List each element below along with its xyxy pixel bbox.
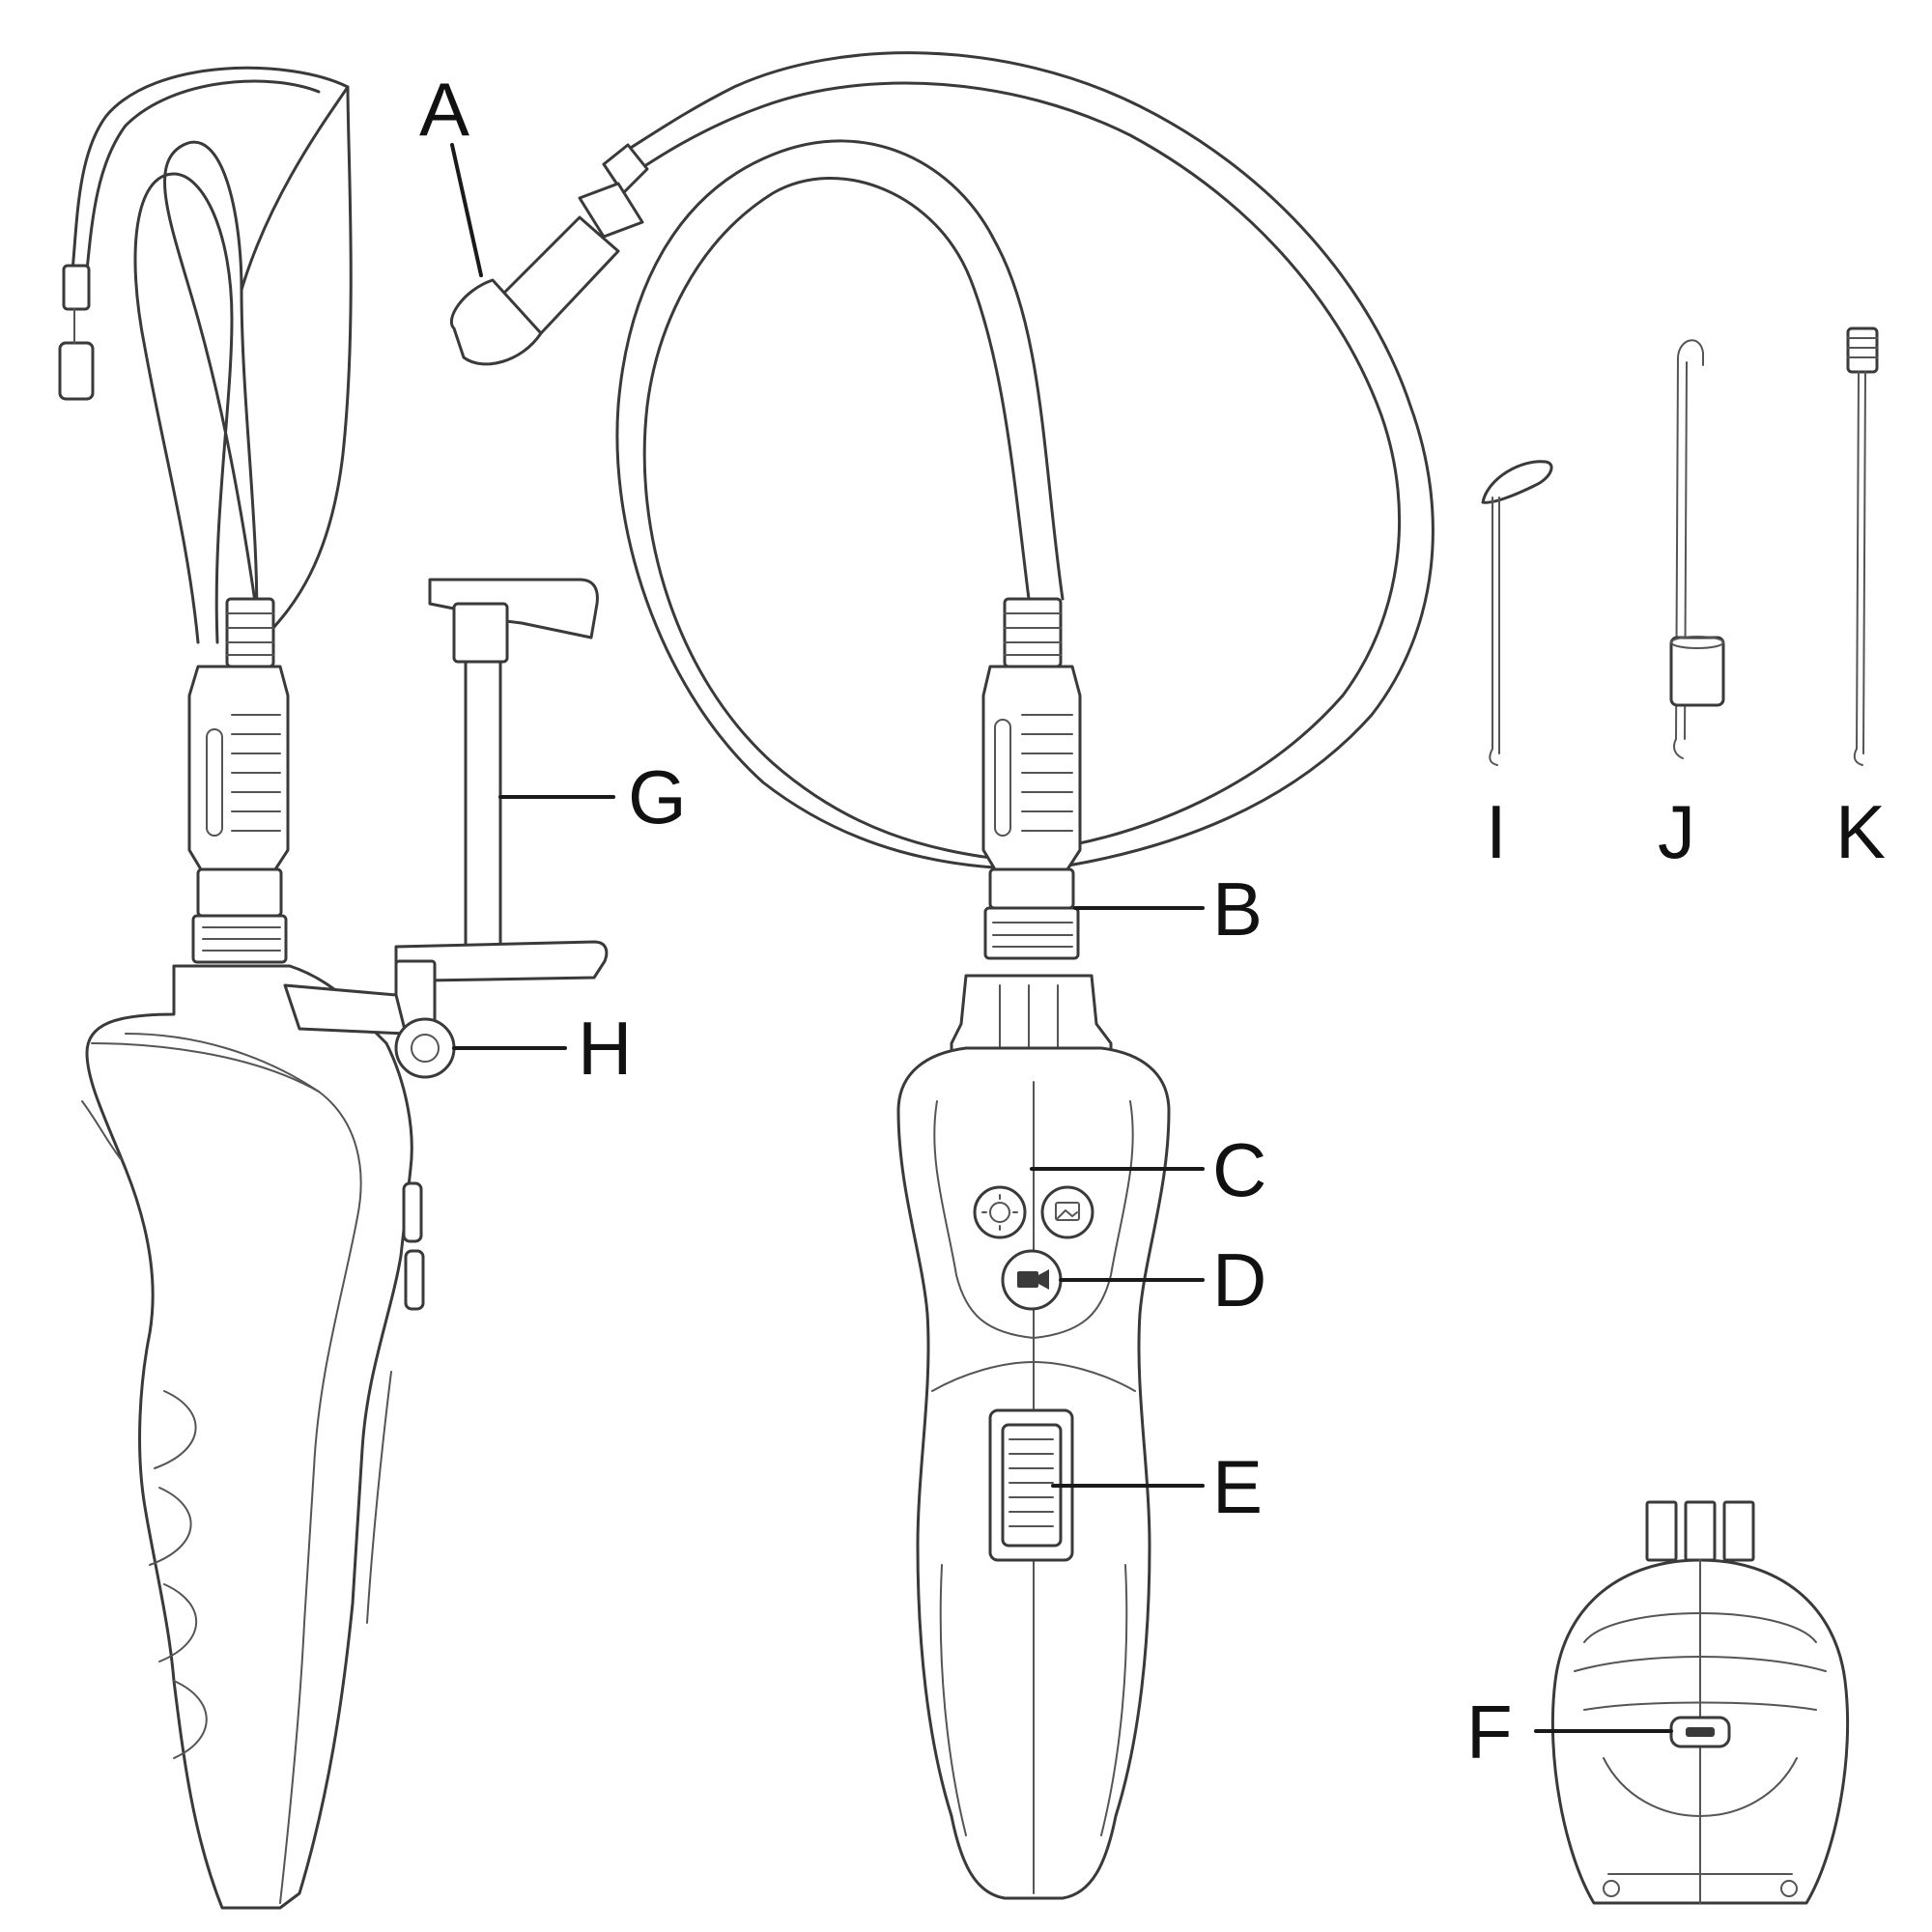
video-camera-button <box>1001 1249 1063 1311</box>
accessory-hook <box>1669 339 1725 759</box>
label-i: I <box>1486 789 1507 874</box>
part-labels: A B C D E F G H I J K <box>419 67 1886 1775</box>
label-b: B <box>1212 867 1263 952</box>
brightness-button <box>973 1185 1027 1239</box>
side-view-endoscope <box>58 66 609 1910</box>
label-f: F <box>1466 1690 1513 1775</box>
label-k: K <box>1835 789 1886 874</box>
accessory-mirror <box>1481 460 1553 766</box>
label-j: J <box>1658 789 1695 874</box>
label-e: E <box>1212 1444 1263 1529</box>
bottom-view-handle <box>1550 1500 1850 1905</box>
label-g: G <box>628 754 687 839</box>
accessory-magnet <box>1846 327 1879 766</box>
front-view-endoscope <box>449 51 1435 1900</box>
label-a: A <box>419 67 469 152</box>
photo-button <box>1040 1185 1094 1239</box>
leader-line-a <box>450 143 483 277</box>
leader-lines <box>450 143 1673 1733</box>
label-c: C <box>1212 1127 1266 1212</box>
label-h: H <box>578 1006 632 1091</box>
label-d: D <box>1212 1237 1266 1322</box>
